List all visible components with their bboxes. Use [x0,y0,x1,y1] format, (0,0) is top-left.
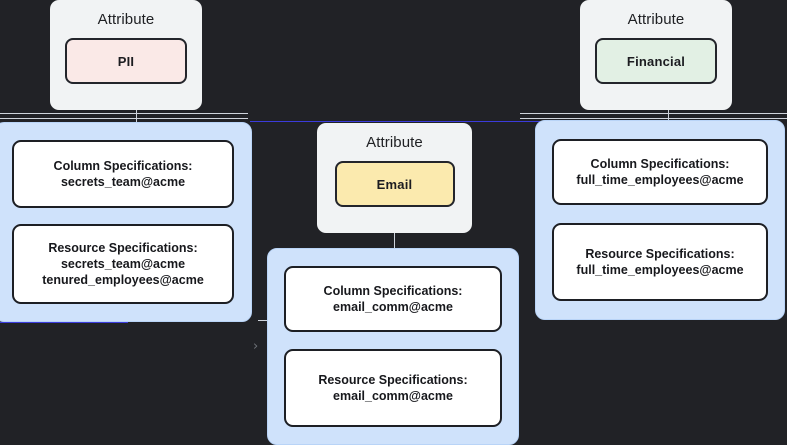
spec-value: secrets_team@acme [60,257,186,272]
spec-heading: Column Specifications: [53,158,193,173]
spec-box-column-specs-email-comm[interactable]: Column Specifications: email_comm@acme [284,266,502,332]
edge-financial-to-full-time [520,113,787,114]
spec-heading: Resource Specifications: [585,247,735,261]
attribute-card-pii-title: Attribute [97,11,155,28]
spec-value: full_time_employees@acme [576,263,744,277]
attribute-card-financial-title: Attribute [627,11,685,28]
spec-heading: Column Specifications: [590,157,730,171]
edge-stem-financial [668,106,669,122]
spec-heading: Column Specifications: [323,284,463,298]
spec-box-column-specs-secrets-team[interactable]: Column Specifications: secrets_team@acme [12,139,234,208]
edge-to-email-group [258,320,272,321]
attribute-card-financial[interactable]: Attribute Financial [580,0,732,110]
spec-box-resource-specs-full-time-employees[interactable]: Resource Specifications: full_time_emplo… [552,223,768,301]
spec-heading: Resource Specifications: [48,241,198,256]
group-panel-email-comm[interactable]: Column Specifications: email_comm@acme R… [267,248,519,445]
attribute-chip-financial[interactable]: Financial [595,38,717,84]
spec-value: email_comm@acme [333,300,453,314]
edge-pii-to-secrets-team [0,113,248,114]
edge-pii-to-secrets-team-secondary [0,118,248,119]
spec-box-resource-specs-email-comm[interactable]: Resource Specifications: email_comm@acme [284,349,502,427]
attribute-card-email[interactable]: Attribute Email [317,123,472,233]
attribute-chip-pii[interactable]: PII [65,38,187,84]
spec-value: tenured_employees@acme [42,273,204,288]
attribute-card-email-title: Attribute [366,134,423,151]
attribute-card-pii[interactable]: Attribute PII [50,0,202,110]
edge-stem-email [394,232,395,250]
edge-highlight-top [250,121,540,122]
group-panel-full-time-employees[interactable]: Column Specifications: full_time_employe… [535,120,785,320]
edge-stem-pii [136,106,137,122]
attribute-chip-email[interactable]: Email [334,161,455,207]
group-panel-secrets-team[interactable]: Column Specifications: secrets_team@acme… [0,122,252,322]
spec-value: full_time_employees@acme [576,173,744,187]
spec-heading: Resource Specifications: [318,373,468,387]
spec-box-resource-specs-secrets-team[interactable]: Resource Specifications: secrets_team@ac… [12,224,234,305]
edge-highlight-bottom [0,322,128,323]
spec-box-column-specs-full-time-employees[interactable]: Column Specifications: full_time_employe… [552,139,768,205]
spec-value: secrets_team@acme [60,174,186,189]
chevron-right-icon[interactable]: › [253,339,259,354]
edge-financial-to-full-time-secondary [520,118,787,119]
spec-value: email_comm@acme [333,389,453,403]
